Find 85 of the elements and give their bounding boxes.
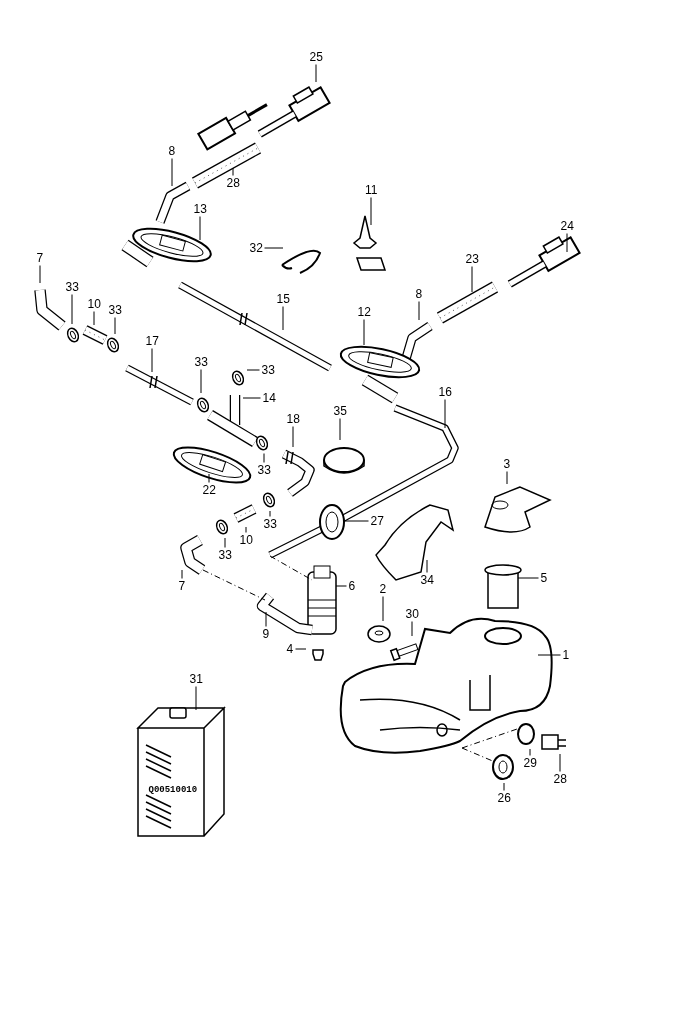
- leader-line: [370, 197, 372, 226]
- leader-line: [181, 569, 183, 579]
- leader-line: [232, 167, 234, 176]
- leader-line: [503, 782, 505, 791]
- callout-number: 25: [309, 50, 323, 64]
- callout-number: 27: [370, 514, 384, 528]
- callout-number: 33: [194, 355, 208, 369]
- callout-number: 7: [36, 251, 44, 265]
- callout-number: 14: [262, 391, 276, 405]
- leader-line: [264, 247, 284, 249]
- leader-line: [339, 418, 341, 441]
- callout-number: 26: [497, 791, 511, 805]
- leader-line: [93, 311, 95, 326]
- leader-line: [566, 233, 568, 253]
- callout-number: 2: [379, 582, 387, 596]
- leader-line: [195, 686, 197, 711]
- callout-number: 3: [503, 457, 511, 471]
- leader-line: [208, 473, 210, 483]
- leader-line: [114, 317, 116, 335]
- callout-number: 29: [523, 756, 537, 770]
- callout-number: 28: [226, 176, 240, 190]
- leader-line: [151, 348, 153, 373]
- callout-number: 28: [553, 772, 567, 786]
- callout-number: 32: [249, 241, 263, 255]
- leader-line: [315, 64, 317, 83]
- leader-line: [71, 294, 73, 325]
- leader-line: [411, 621, 413, 637]
- leader-line: [559, 753, 561, 772]
- callout-number: 30: [405, 607, 419, 621]
- leader-line: [343, 520, 369, 522]
- callout-number: 33: [257, 463, 271, 477]
- leader-line: [382, 596, 384, 622]
- callout-number: 12: [357, 305, 371, 319]
- leader-line: [199, 216, 201, 241]
- part-number-text: Q00510010: [148, 785, 198, 795]
- callout-number: 5: [540, 571, 548, 585]
- callout-number: 11: [365, 183, 378, 197]
- leader-line: [471, 266, 473, 293]
- leader-line: [245, 526, 247, 533]
- callout-number: 33: [263, 517, 277, 531]
- leader-line: [506, 471, 508, 485]
- leader-line: [39, 265, 41, 284]
- leader-line: [292, 426, 294, 448]
- callout-number: 13: [193, 202, 207, 216]
- leader-line: [246, 369, 260, 371]
- leader-line: [444, 399, 446, 429]
- leader-line: [295, 648, 307, 650]
- callout-number: 15: [276, 292, 290, 306]
- callout-number: 34: [420, 573, 434, 587]
- leader-line: [269, 510, 271, 517]
- callout-number: 33: [65, 280, 79, 294]
- callout-number: 1: [562, 648, 570, 662]
- leader-line: [171, 158, 173, 187]
- callout-number: 16: [438, 385, 452, 399]
- callout-number: 18: [286, 412, 300, 426]
- callout-number: 8: [415, 287, 423, 301]
- callout-number: 9: [262, 627, 270, 641]
- leader-line: [282, 306, 284, 331]
- callout-number: 8: [168, 144, 176, 158]
- callout-number: 35: [333, 404, 347, 418]
- callout-number: 7: [178, 579, 186, 593]
- leader-line: [363, 319, 365, 346]
- callout-number: 17: [145, 334, 159, 348]
- callout-number: 6: [348, 579, 356, 593]
- callout-number: 10: [87, 297, 101, 311]
- leader-line: [265, 611, 267, 627]
- callout-number: 33: [108, 303, 122, 317]
- callout-number: 23: [465, 252, 479, 266]
- leader-line: [426, 559, 428, 573]
- callout-number: 10: [239, 533, 253, 547]
- leader-line: [224, 537, 226, 548]
- leader-line: [335, 585, 347, 587]
- leader-line: [242, 397, 261, 399]
- leader-line: [418, 301, 420, 321]
- callout-number: 31: [189, 672, 203, 686]
- leader-line: [200, 369, 202, 394]
- callout-number: 4: [286, 642, 294, 656]
- leader-line: [263, 453, 265, 463]
- leader-line: [517, 577, 539, 579]
- callout-number: 33: [218, 548, 232, 562]
- callout-number: 33: [261, 363, 275, 377]
- leader-line: [529, 748, 531, 756]
- leader-line: [537, 654, 561, 656]
- callout-number: 24: [560, 219, 574, 233]
- callout-number: 22: [202, 483, 216, 497]
